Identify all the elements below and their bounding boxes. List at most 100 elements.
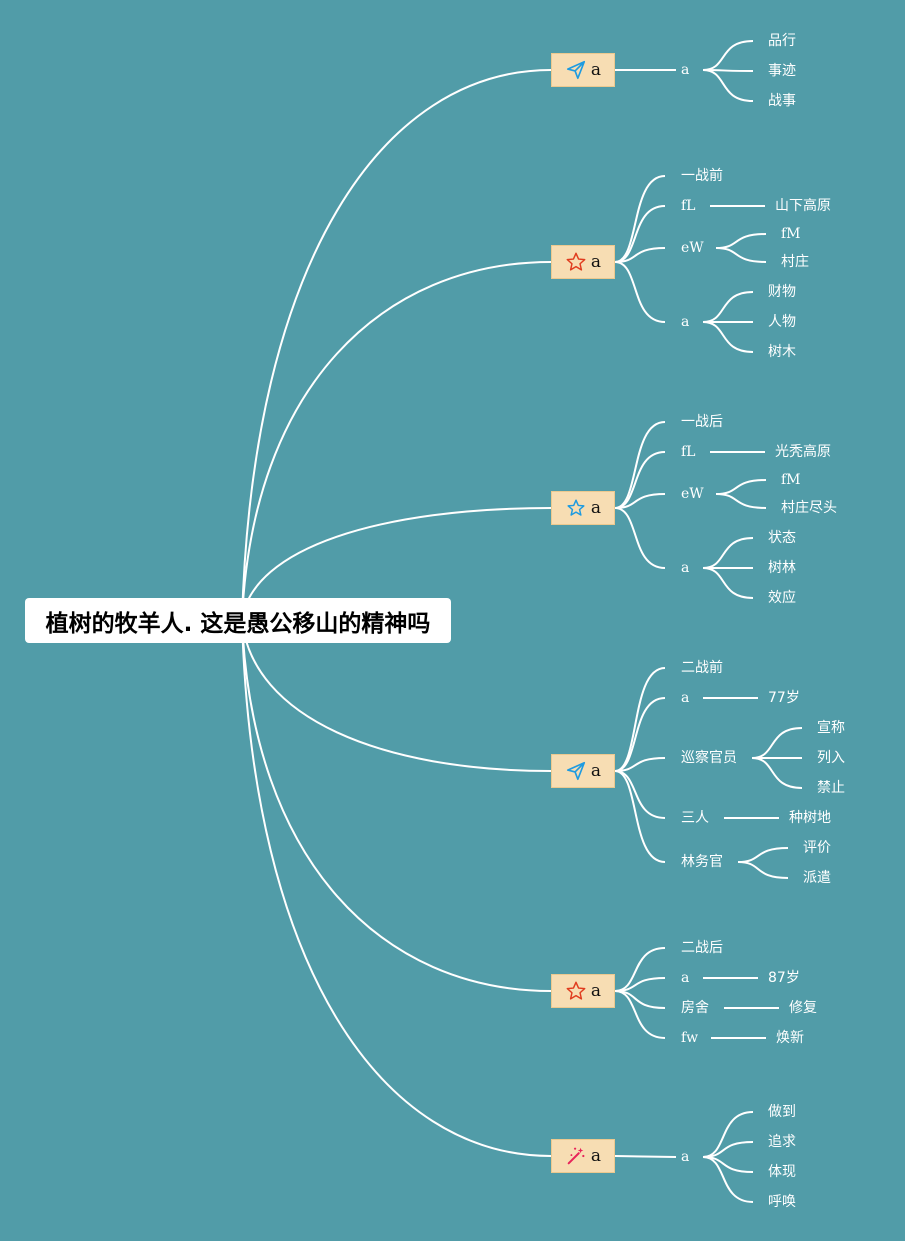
leaf-topic[interactable]: 财物 <box>768 284 796 300</box>
branch-label: a <box>590 981 602 1001</box>
connector-line <box>702 537 754 569</box>
leaf-topic[interactable]: 村庄尽头 <box>781 500 837 516</box>
subtopic[interactable]: 二战前 <box>681 660 723 676</box>
paper-plane-icon <box>565 59 587 81</box>
paper-plane-icon <box>565 760 587 782</box>
leaf-topic[interactable]: 派遣 <box>803 870 831 886</box>
branch-topic[interactable]: a <box>551 1139 615 1173</box>
connector-line <box>241 69 552 621</box>
subtopic[interactable]: a <box>681 1149 690 1165</box>
connector-line <box>614 247 666 263</box>
subtopic[interactable]: 一战后 <box>681 414 723 430</box>
subtopic[interactable]: a <box>681 560 690 576</box>
subtopic[interactable]: eW <box>681 486 704 502</box>
connector-line <box>702 1156 754 1203</box>
connector-line <box>241 619 552 1157</box>
leaf-topic[interactable]: 评价 <box>803 840 831 856</box>
subtopic[interactable]: 一战前 <box>681 168 723 184</box>
connector-line <box>614 770 666 863</box>
leaf-topic[interactable]: 种树地 <box>789 810 831 826</box>
branch-label: a <box>590 252 602 272</box>
magic-wand-icon <box>565 1145 587 1167</box>
subtopic[interactable]: a <box>681 314 690 330</box>
connector-line <box>702 567 754 599</box>
leaf-topic[interactable]: 事迹 <box>768 63 796 79</box>
leaf-topic[interactable]: 呼唤 <box>768 1194 796 1210</box>
connector-line <box>715 479 767 495</box>
subtopic[interactable]: fw <box>681 1030 699 1046</box>
root-topic[interactable]: 植树的牧羊人. 这是愚公移山的精神吗 <box>25 598 451 643</box>
connector-line <box>702 69 754 102</box>
connector-line <box>614 757 666 772</box>
connector-line <box>751 727 803 759</box>
leaf-topic[interactable]: fM <box>781 226 801 242</box>
connector-line <box>737 861 789 879</box>
branch-topic[interactable]: a <box>551 754 615 788</box>
leaf-topic[interactable]: 77岁 <box>768 690 800 706</box>
connector-line <box>702 291 754 323</box>
subtopic[interactable]: a <box>681 62 690 78</box>
connector-line <box>614 770 666 819</box>
subtopic[interactable]: 巡察官员 <box>681 750 737 766</box>
subtopic[interactable]: fL <box>681 198 696 214</box>
connector-line <box>614 507 666 569</box>
leaf-topic[interactable]: 禁止 <box>817 780 845 796</box>
leaf-topic[interactable]: 效应 <box>768 590 796 606</box>
leaf-topic[interactable]: 修复 <box>789 1000 817 1016</box>
connector-line <box>614 667 666 772</box>
leaf-topic[interactable]: fM <box>781 472 801 488</box>
leaf-topic[interactable]: 品行 <box>768 33 796 49</box>
connector-line <box>715 233 767 249</box>
connector-line <box>614 697 666 772</box>
leaf-topic[interactable]: 光秃高原 <box>775 444 831 460</box>
subtopic[interactable]: a <box>681 690 690 706</box>
leaf-topic[interactable]: 追求 <box>768 1134 796 1150</box>
connector-line <box>614 493 666 509</box>
branch-topic[interactable]: a <box>551 491 615 525</box>
branch-topic[interactable]: a <box>551 53 615 87</box>
subtopic[interactable]: eW <box>681 240 704 256</box>
leaf-topic[interactable]: 人物 <box>768 314 796 330</box>
connector-line <box>614 947 666 992</box>
star-icon <box>565 251 587 273</box>
branch-topic[interactable]: a <box>551 974 615 1008</box>
leaf-topic[interactable]: 树林 <box>768 560 796 576</box>
branch-label: a <box>590 498 602 518</box>
leaf-topic[interactable]: 列入 <box>817 750 845 766</box>
connector-line <box>715 493 767 509</box>
connector-line <box>614 990 666 1039</box>
connector-line <box>614 1155 677 1158</box>
connector-line <box>702 1111 754 1158</box>
branch-label: a <box>590 1146 602 1166</box>
leaf-topic[interactable]: 做到 <box>768 1104 796 1120</box>
branch-topic[interactable]: a <box>551 245 615 279</box>
leaf-topic[interactable]: 山下高原 <box>775 198 831 214</box>
subtopic[interactable]: 房舍 <box>681 1000 709 1016</box>
connector-line <box>751 757 803 789</box>
connector-line <box>737 847 789 863</box>
connector-line <box>614 451 666 509</box>
star-outline-icon <box>565 497 587 519</box>
leaf-topic[interactable]: 体现 <box>768 1164 796 1180</box>
connector-line <box>614 175 666 263</box>
connector-line <box>241 619 552 992</box>
leaf-topic[interactable]: 战事 <box>768 93 796 109</box>
connector-line <box>702 40 754 71</box>
connector-line <box>614 205 666 263</box>
leaf-topic[interactable]: 宣称 <box>817 720 845 736</box>
connector-line <box>614 421 666 509</box>
leaf-topic[interactable]: 树木 <box>768 344 796 360</box>
connector-line <box>241 507 552 621</box>
subtopic[interactable]: 二战后 <box>681 940 723 956</box>
connector-line <box>715 247 767 263</box>
leaf-topic[interactable]: 焕新 <box>776 1030 804 1046</box>
leaf-topic[interactable]: 87岁 <box>768 970 800 986</box>
leaf-topic[interactable]: 状态 <box>768 530 796 546</box>
subtopic[interactable]: 三人 <box>681 810 709 826</box>
subtopic[interactable]: fL <box>681 444 696 460</box>
subtopic[interactable]: 林务官 <box>681 854 723 870</box>
connector-line <box>702 321 754 353</box>
subtopic[interactable]: a <box>681 970 690 986</box>
leaf-topic[interactable]: 村庄 <box>781 254 809 270</box>
